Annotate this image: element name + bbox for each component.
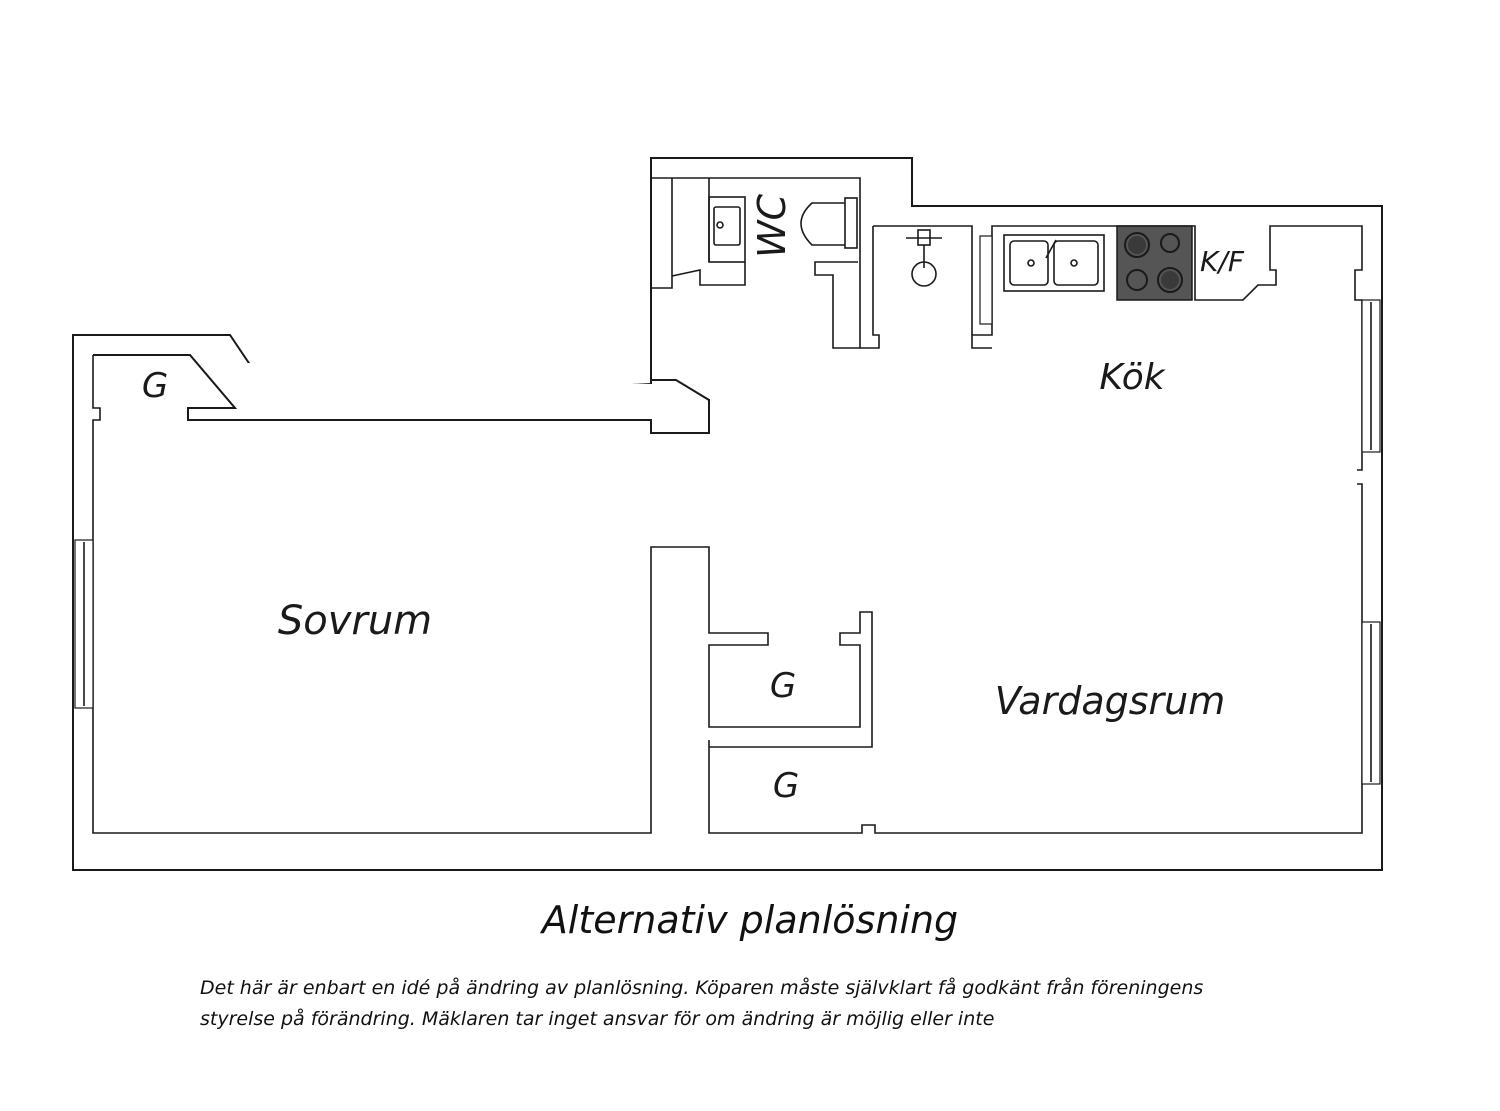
shower-icon	[906, 229, 942, 287]
room-label-kok: Kök	[1099, 357, 1166, 398]
toilet-icon	[800, 197, 858, 249]
sovrum-walls	[92, 355, 1363, 834]
wc-sink-icon	[708, 196, 746, 263]
disclaimer-line-2: styrelse på förändring. Mäklaren tar ing…	[200, 1008, 995, 1030]
room-label-g-closet-1: G	[770, 666, 796, 706]
room-label-g-hall: G	[142, 366, 168, 406]
room-label-vardagsrum: Vardagsrum	[995, 679, 1226, 723]
window-kitchen	[979, 235, 993, 325]
room-label-sovrum: Sovrum	[278, 598, 432, 644]
plan-title: Alternativ planlösning	[541, 898, 959, 942]
room-label-g-closet-2: G	[773, 766, 799, 806]
wc-walls	[651, 177, 861, 349]
disclaimer-line-1: Det här är enbart en idé på ändring av p…	[200, 977, 1204, 999]
closet-g-hall-wall	[93, 354, 236, 409]
disclaimer-text: Det här är enbart en idé på ändring av p…	[200, 973, 1320, 1035]
room-label-kf: K/F	[1200, 245, 1245, 278]
room-label-wc: WC	[750, 193, 794, 258]
kitchen-walls	[860, 225, 973, 349]
stove-icon	[1116, 225, 1193, 301]
kitchen-sink-icon	[1003, 234, 1105, 292]
